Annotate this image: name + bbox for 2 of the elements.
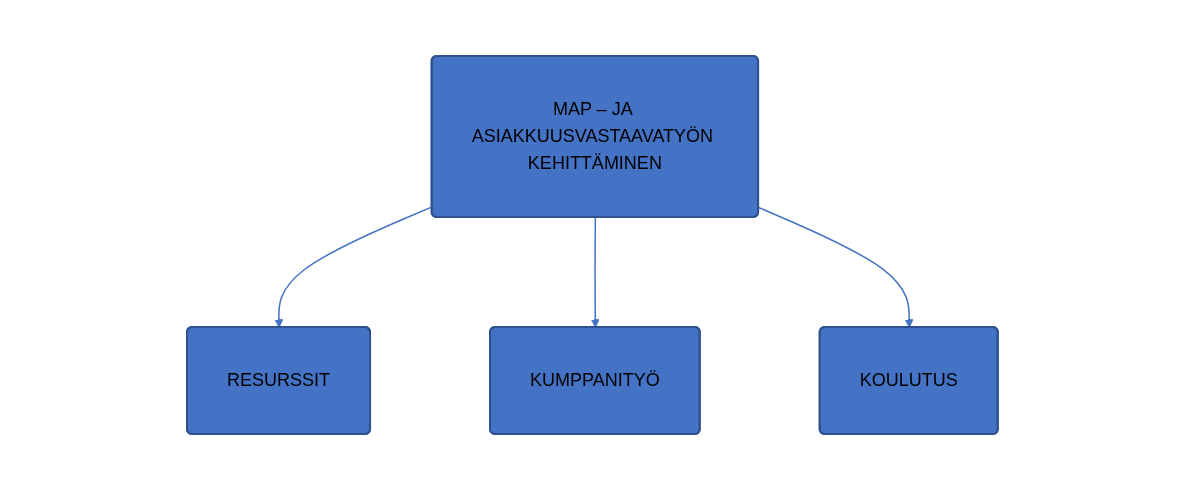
arrow [757,206,914,328]
arrow [590,216,600,328]
